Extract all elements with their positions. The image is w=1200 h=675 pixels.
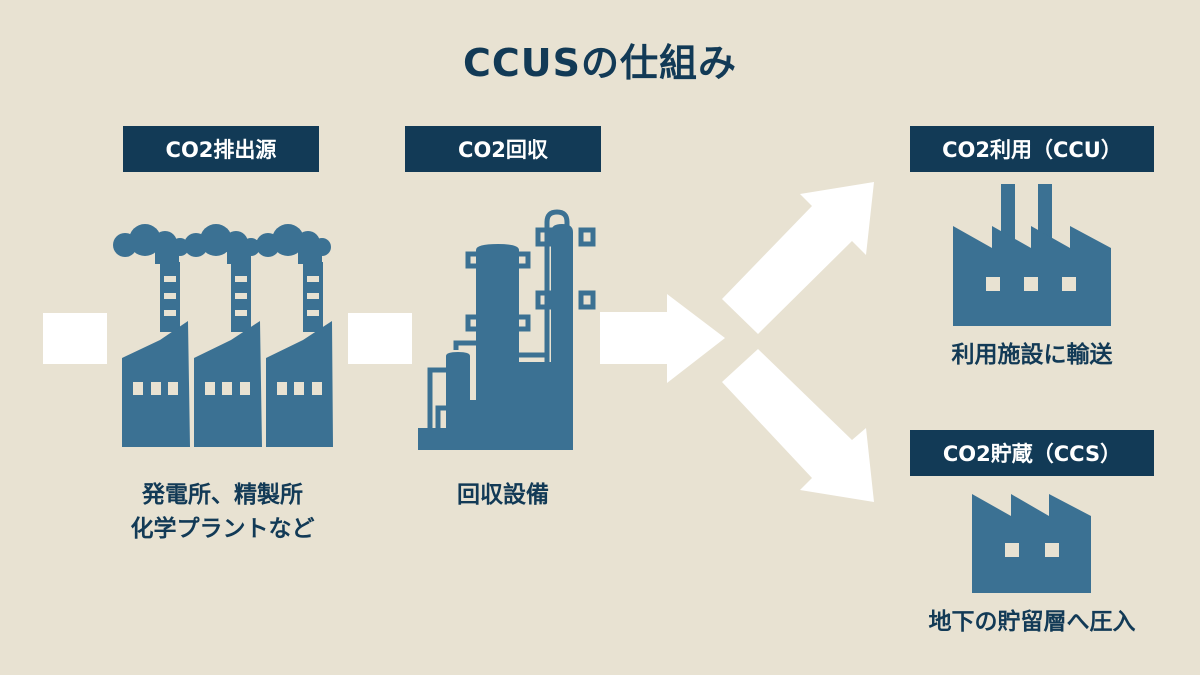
- caption-source-line1: 発電所、精製所: [142, 482, 303, 508]
- label-co2-capture: CO2回収: [405, 126, 601, 172]
- label-co2-utilization: CO2利用（CCU）: [910, 126, 1154, 172]
- caption-storage: 地下の貯留層へ圧入: [928, 609, 1136, 635]
- arrow-right-icon: [600, 294, 725, 383]
- label-co2-storage: CO2貯蔵（CCS）: [910, 430, 1154, 476]
- caption-utilization: 利用施設に輸送: [951, 342, 1113, 368]
- label-co2-source: CO2排出源: [123, 126, 319, 172]
- arrow-down-right-icon: [722, 349, 874, 502]
- caption-source: 発電所、精製所 化学プラントなど: [100, 478, 345, 546]
- factory-emission-icon: [113, 224, 333, 447]
- flow-block-middle: [348, 313, 412, 364]
- capture-facility-icon: [418, 209, 596, 450]
- caption-capture: 回収設備: [457, 482, 549, 508]
- diagram-title: CCUSの仕組み: [462, 41, 737, 85]
- flow-block-left: [43, 313, 107, 364]
- arrow-up-right-icon: [722, 182, 874, 334]
- factory-utilization-icon: [953, 184, 1111, 326]
- factory-storage-icon: [972, 494, 1091, 593]
- caption-source-line2: 化学プラントなど: [130, 516, 315, 542]
